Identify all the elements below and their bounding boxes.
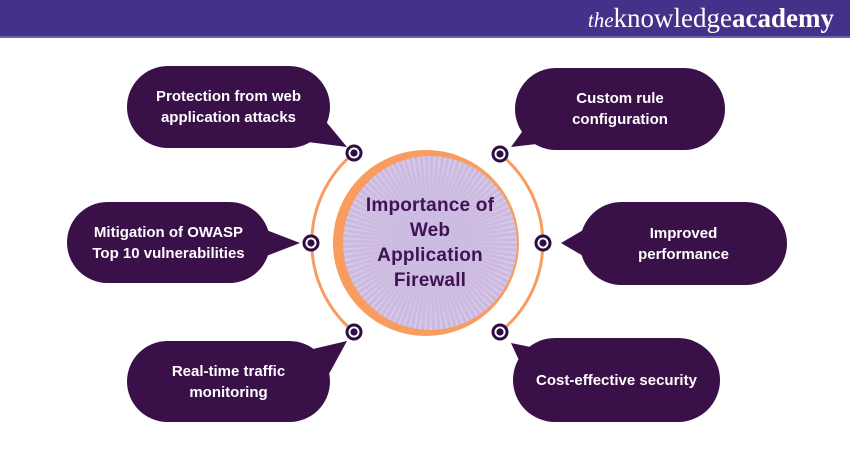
center-circle bbox=[343, 156, 517, 330]
brand-logo: theknowledgeacademy bbox=[587, 2, 834, 33]
bubble-label: Custom rule configuration bbox=[572, 90, 668, 128]
bubble-cost-effective-security: Cost-effective security bbox=[513, 338, 720, 422]
bubble-label: Real-time traffic monitoring bbox=[171, 362, 286, 401]
connector-dot-bottom-left bbox=[345, 323, 363, 341]
bubble-custom-rule-configuration: Custom rule configuration bbox=[515, 68, 725, 150]
bubble-protection-from-web-attacks: Protection from web application attacks bbox=[127, 66, 330, 148]
bubble-owasp-mitigation: Mitigation of OWASP Top 10 vulnerabiliti… bbox=[67, 202, 270, 283]
connector-dot-top-left bbox=[345, 144, 363, 162]
connector-dot-right bbox=[534, 234, 552, 252]
bubble-label: Mitigation of OWASP Top 10 vulnerabiliti… bbox=[92, 223, 245, 262]
connector-dot-left bbox=[302, 234, 320, 252]
diagram-title: Importance of Web Application Firewall bbox=[365, 195, 495, 291]
bubble-label: Cost-effective security bbox=[536, 371, 697, 389]
logo-knowledge: knowledge bbox=[613, 2, 733, 33]
bubble-label: Protection from web application attacks bbox=[155, 88, 301, 126]
bubble-improved-performance: Improved performance bbox=[580, 202, 787, 285]
connector-dot-bottom-right bbox=[491, 323, 509, 341]
logo-the: the bbox=[587, 7, 614, 32]
bubble-realtime-monitoring: Real-time traffic monitoring bbox=[127, 341, 330, 422]
header-bar: theknowledgeacademy bbox=[0, 0, 850, 38]
logo-academy: academy bbox=[732, 2, 834, 33]
connector-dot-top-right bbox=[491, 145, 509, 163]
bubble-label: Improved performance bbox=[638, 224, 729, 263]
